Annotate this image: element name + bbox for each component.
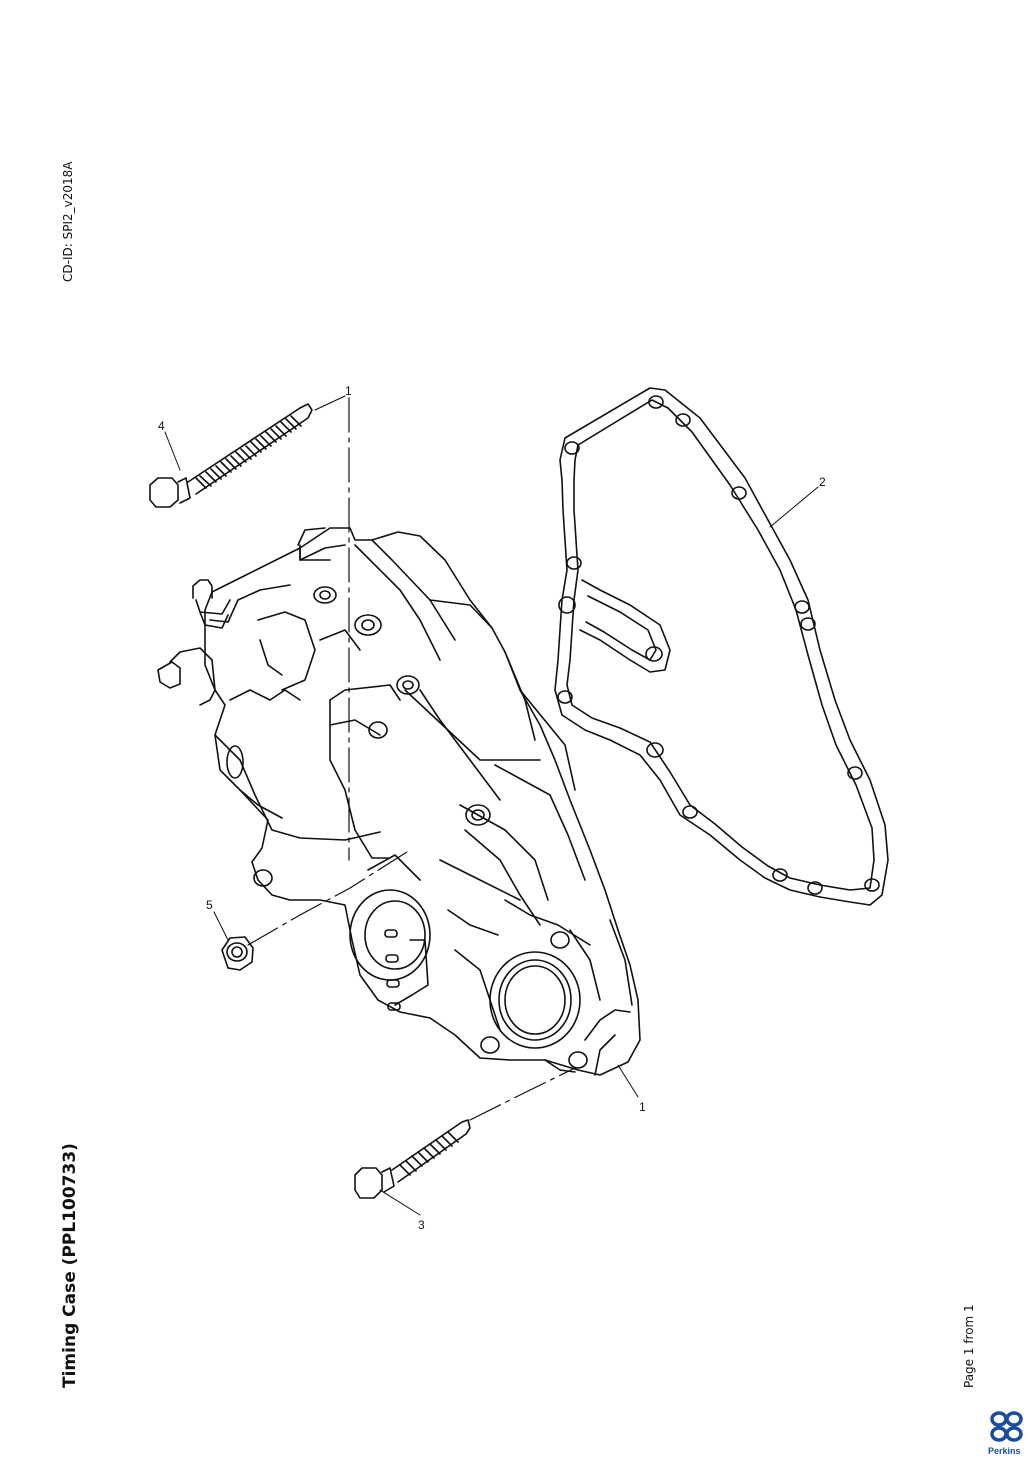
perkins-logo [990,1411,1023,1442]
callout-1-top: 1 [345,384,352,398]
brand-name: Perkins [988,1446,1021,1456]
assembly-lines [247,395,576,1121]
callout-3: 3 [418,1218,425,1232]
short-bolt-part [354,1119,471,1199]
gasket-part [554,387,889,906]
timing-case-part [157,527,641,1076]
callout-2: 2 [819,475,826,489]
callout-4: 4 [158,419,165,433]
long-bolt-part [149,403,313,508]
callout-1: 1 [639,1100,646,1114]
callout-5: 5 [206,898,213,912]
leader-lines [164,431,819,1216]
nut-part [221,936,254,971]
